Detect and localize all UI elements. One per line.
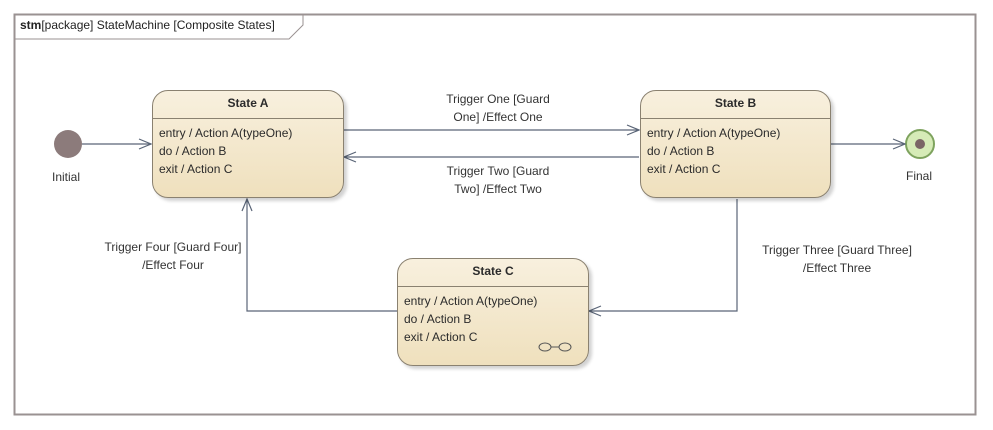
state-a-name: State A [153,91,343,119]
frame-title: stm[package] StateMachine [Composite Sta… [20,18,275,32]
initial-node[interactable] [54,130,82,158]
state-a[interactable]: State A entry / Action A(typeOne) do / A… [152,90,344,198]
transition-four-line2: /Effect Four [142,258,204,272]
transition-three-line2: /Effect Three [802,261,872,275]
transition-four-line1: Trigger Four [Guard Four] [104,240,242,254]
transition-two-label: Trigger Two [Guard Two] /Effect Two [432,162,564,198]
state-c[interactable]: State C entry / Action A(typeOne) do / A… [397,258,589,366]
state-a-do: do / Action B [159,144,227,158]
state-c-entry: entry / Action A(typeOne) [404,294,538,308]
transition-four-label: Trigger Four [Guard Four] /Effect Four [92,238,254,274]
state-b-exit: exit / Action C [647,162,721,176]
composite-state-icon [538,342,572,352]
transition-two-line1: Trigger Two [Guard [446,164,550,178]
state-b-name: State B [641,91,830,119]
initial-label: Initial [52,170,81,184]
transition-three[interactable] [589,199,738,311]
state-a-exit: exit / Action C [159,162,233,176]
state-c-exit: exit / Action C [404,330,478,344]
transition-one-line1: Trigger One [Guard [446,92,550,106]
transition-four[interactable] [247,199,397,312]
state-b[interactable]: State B entry / Action A(typeOne) do / A… [640,90,831,198]
transition-three-line1: Trigger Three [Guard Three] [762,243,912,257]
frame-tab [15,15,304,40]
frame-keyword: stm [20,18,42,32]
frame-border [13,13,977,416]
state-c-do: do / Action B [404,312,472,326]
state-c-name: State C [398,259,588,287]
transition-three-label: Trigger Three [Guard Three] /Effect Thre… [748,241,926,277]
transition-one-label: Trigger One [Guard One] /Effect One [432,90,564,126]
frame-title-text: [package] StateMachine [Composite States… [41,18,275,32]
transition-two-line2: Two] /Effect Two [454,182,542,196]
transition-one-line2: One] /Effect One [453,110,543,124]
state-a-entry: entry / Action A(typeOne) [159,126,293,140]
state-b-entry: entry / Action A(typeOne) [647,126,781,140]
final-label: Final [906,169,933,183]
state-b-do: do / Action B [647,144,715,158]
final-node-center [915,139,925,149]
